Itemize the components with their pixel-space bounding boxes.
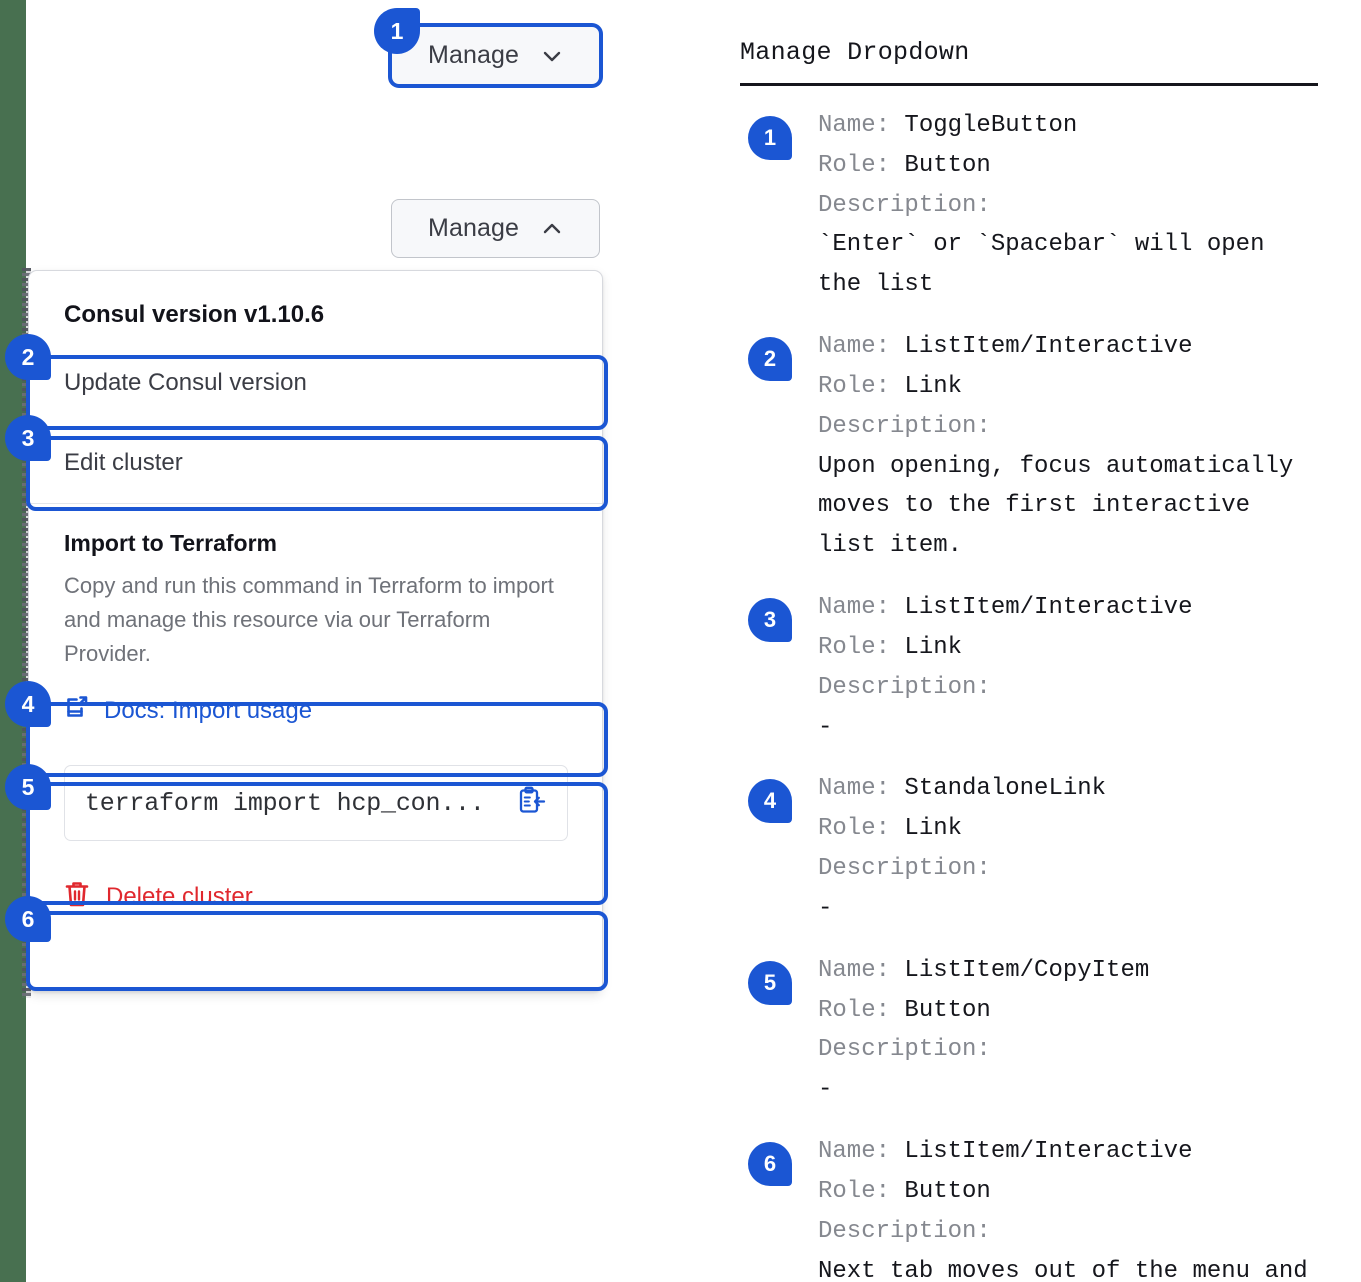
- annotation-body: Name: ListItem/CopyItem Role: Button Des…: [818, 951, 1149, 1110]
- annotation-name: ToggleButton: [904, 112, 1078, 139]
- description-label: Description:: [818, 673, 991, 701]
- menu-edge-sketch-line: [22, 268, 31, 998]
- badge-4-docs-link: 4: [5, 681, 51, 727]
- chevron-up-icon: [541, 218, 563, 240]
- annotation-badge-col: 4: [740, 769, 818, 928]
- description-label: Description:: [818, 855, 991, 883]
- name-label: Name:: [818, 333, 891, 361]
- description-label: Description:: [818, 1036, 991, 1064]
- role-label: Role:: [818, 996, 891, 1024]
- annotation-role: Link: [904, 633, 963, 661]
- menu-item-docs-import-usage[interactable]: Docs: Import usage: [29, 671, 602, 751]
- annotation-badge-col: 3: [740, 588, 818, 747]
- annotation-name: ListItem/Interactive: [904, 333, 1193, 361]
- terraform-command-text: terraform import hcp_con...: [85, 788, 485, 818]
- name-label: Name:: [818, 112, 891, 139]
- role-label: Role:: [818, 633, 891, 661]
- annotation-badge-col: 5: [740, 951, 818, 1110]
- terraform-block-description: Copy and run this command in Terraform t…: [64, 573, 554, 667]
- annotation-role: Link: [904, 372, 963, 400]
- badge-3-edit-cluster: 3: [5, 415, 51, 461]
- annotation-entry: 5 Name: ListItem/CopyItem Role: Button D…: [740, 951, 1320, 1110]
- annotation-name: ListItem/Interactive: [904, 594, 1193, 622]
- annotation-badge-col: 2: [740, 327, 818, 566]
- annotation-body: Name: ListItem/Interactive Role: Button …: [818, 1132, 1320, 1282]
- menu-item-delete-cluster[interactable]: Delete cluster: [29, 857, 602, 937]
- name-label: Name:: [818, 956, 891, 984]
- terraform-command-wrapper: terraform import hcp_con...: [29, 751, 602, 857]
- badge-1-toggle: 1: [374, 8, 420, 54]
- menu-item-edit-cluster[interactable]: Edit cluster: [29, 423, 602, 503]
- terraform-import-block: Import to Terraform Copy and run this co…: [29, 504, 602, 671]
- annotation-entry: 3 Name: ListItem/Interactive Role: Link …: [740, 588, 1320, 747]
- manage-toggle-button-collapsed[interactable]: Manage: [391, 26, 600, 85]
- manage-button-label: Manage: [428, 41, 519, 69]
- delete-cluster-label: Delete cluster: [106, 883, 253, 911]
- description-label: Description:: [818, 1217, 991, 1245]
- annotation-role: Button: [904, 1177, 991, 1205]
- terraform-command-box[interactable]: terraform import hcp_con...: [64, 765, 568, 842]
- annotation-badge-2: 2: [748, 337, 792, 382]
- annotation-name: StandaloneLink: [904, 775, 1107, 803]
- name-label: Name:: [818, 775, 891, 803]
- annotation-badge-col: 1: [740, 106, 818, 305]
- role-label: Role:: [818, 1177, 891, 1205]
- terraform-block-title: Import to Terraform: [64, 530, 277, 556]
- annotation-body: Name: ListItem/Interactive Role: Link De…: [818, 588, 1192, 747]
- badge-5-copy-item: 5: [5, 764, 51, 810]
- name-label: Name:: [818, 594, 891, 622]
- role-label: Role:: [818, 815, 891, 843]
- annotation-description: `Enter` or `Spacebar` will open the list: [818, 231, 1279, 299]
- annotation-body: Name: StandaloneLink Role: Link Descript…: [818, 769, 1106, 928]
- annotation-panel: Manage Dropdown 1 Name: ToggleButton Rol…: [740, 38, 1320, 1282]
- annotation-badge-col: 6: [740, 1132, 818, 1282]
- manage-toggle-button-expanded[interactable]: Manage: [391, 199, 600, 258]
- copy-to-clipboard-icon[interactable]: [517, 786, 547, 821]
- annotation-description: Next tab moves out of the menu and to th…: [818, 1257, 1308, 1282]
- menu-item-label: Update Consul version: [64, 369, 307, 396]
- annotation-entry: 6 Name: ListItem/Interactive Role: Butto…: [740, 1132, 1320, 1282]
- left-green-rail: [0, 0, 26, 1282]
- badge-2-update-consul-version: 2: [5, 334, 51, 380]
- name-label: Name:: [818, 1138, 891, 1166]
- panel-title: Manage Dropdown: [740, 38, 970, 67]
- menu-header-consul-version: Consul version v1.10.6: [64, 301, 325, 328]
- menu-item-update-consul-version[interactable]: Update Consul version: [29, 343, 602, 423]
- menu-item-label: Edit cluster: [64, 449, 183, 476]
- annotation-entry: 2 Name: ListItem/Interactive Role: Link …: [740, 327, 1320, 566]
- annotation-role: Button: [904, 151, 991, 179]
- annotation-badge-1: 1: [748, 116, 792, 160]
- manage-dropdown-menu: Consul version v1.10.6 Update Consul ver…: [28, 270, 603, 992]
- manage-button-label-expanded: Manage: [428, 214, 519, 242]
- badge-6-delete-cluster: 6: [5, 896, 51, 942]
- annotation-description: Upon opening, focus automatically moves …: [818, 452, 1308, 560]
- annotation-role: Button: [904, 996, 991, 1024]
- annotation-description: -: [818, 1076, 833, 1104]
- description-label: Description:: [818, 191, 991, 219]
- description-label: Description:: [818, 412, 991, 440]
- annotation-role: Link: [904, 815, 963, 843]
- annotation-description: -: [818, 713, 833, 741]
- panel-divider: [740, 83, 1318, 86]
- chevron-down-icon: [541, 45, 563, 67]
- docs-link-label: Docs: Import usage: [104, 697, 313, 725]
- annotation-entry: 1 Name: ToggleButton Role: Button Descri…: [740, 106, 1320, 305]
- role-label: Role:: [818, 151, 891, 179]
- annotation-list: 1 Name: ToggleButton Role: Button Descri…: [740, 106, 1320, 1282]
- annotation-badge-3: 3: [748, 598, 792, 643]
- role-label: Role:: [818, 372, 891, 400]
- trash-icon: [64, 880, 90, 915]
- annotation-entry: 4 Name: StandaloneLink Role: Link Descri…: [740, 769, 1320, 928]
- annotation-badge-6: 6: [748, 1142, 792, 1187]
- annotation-body: Name: ListItem/Interactive Role: Link De…: [818, 327, 1320, 566]
- annotation-description: -: [818, 894, 833, 922]
- annotation-badge-5: 5: [748, 960, 792, 1005]
- docs-external-link-icon: [64, 695, 90, 728]
- annotation-badge-4: 4: [748, 779, 792, 824]
- annotation-name: ListItem/CopyItem: [904, 956, 1150, 984]
- annotation-body: Name: ToggleButton Role: Button Descript…: [818, 106, 1320, 305]
- annotation-name: ListItem/Interactive: [904, 1138, 1193, 1166]
- menu-divider: [29, 503, 602, 504]
